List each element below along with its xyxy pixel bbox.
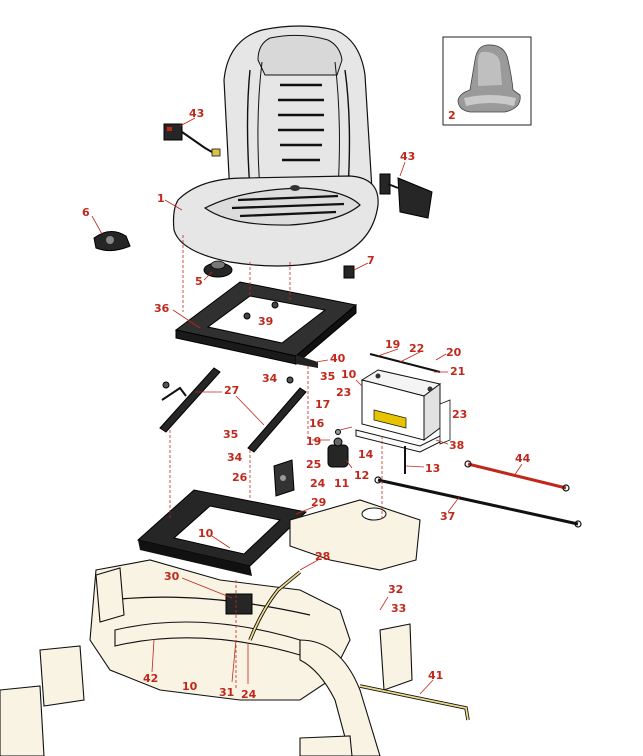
callout-34: 34 bbox=[227, 451, 243, 464]
seat-assembly[interactable] bbox=[172, 25, 379, 267]
callout-10: 10 bbox=[182, 680, 198, 693]
callout-23: 23 bbox=[452, 408, 467, 421]
callout-36: 36 bbox=[154, 302, 170, 315]
leader-lines bbox=[91, 117, 523, 695]
callout-6: 6 bbox=[82, 206, 90, 219]
callout-25: 25 bbox=[306, 458, 321, 471]
callout-35: 35 bbox=[320, 370, 335, 383]
callout-2: 2 bbox=[448, 109, 456, 122]
battery[interactable] bbox=[355, 369, 451, 453]
callout-26: 26 bbox=[232, 471, 248, 484]
callout-19: 19 bbox=[385, 338, 400, 351]
callout-13: 13 bbox=[425, 462, 440, 475]
callout-43: 43 bbox=[189, 107, 204, 120]
callout-23: 23 bbox=[336, 386, 351, 399]
callout-37: 37 bbox=[440, 510, 455, 523]
callout-42: 42 bbox=[143, 672, 158, 685]
part-5-seat-switch[interactable] bbox=[203, 260, 233, 278]
seat-mount-plate[interactable] bbox=[174, 281, 358, 368]
callout-21: 21 bbox=[450, 365, 465, 378]
callout-14: 14 bbox=[358, 448, 374, 461]
callout-24: 24 bbox=[310, 477, 326, 490]
callout-1: 1 bbox=[157, 192, 165, 205]
callout-labels: 43 43 6 5 7 36 39 40 35 34 27 19 22 20 2… bbox=[82, 107, 531, 701]
callout-40: 40 bbox=[330, 352, 346, 365]
battery-cable-black[interactable] bbox=[374, 476, 582, 528]
battery-cable-red[interactable] bbox=[464, 460, 570, 492]
callout-30: 30 bbox=[164, 570, 180, 583]
seat-slide-rail-right[interactable] bbox=[247, 376, 307, 453]
callout-38: 38 bbox=[449, 439, 464, 452]
callout-22: 22 bbox=[409, 342, 424, 355]
seat-support-plate[interactable] bbox=[136, 489, 308, 576]
part-7-connector[interactable] bbox=[343, 265, 355, 279]
seat-slide-rail-left[interactable] bbox=[159, 367, 221, 433]
callout-31: 31 bbox=[219, 686, 234, 699]
control-rod[interactable] bbox=[359, 684, 470, 721]
callout-29: 29 bbox=[311, 496, 326, 509]
seat-belt-buckle-right[interactable] bbox=[379, 173, 433, 219]
callout-44: 44 bbox=[515, 452, 531, 465]
seat-belt-buckle-left[interactable] bbox=[163, 123, 221, 157]
callout-11: 11 bbox=[334, 477, 349, 490]
callout-34: 34 bbox=[262, 372, 278, 385]
callout-19: 19 bbox=[306, 435, 321, 448]
relay-bracket[interactable] bbox=[273, 459, 295, 497]
callout-12: 12 bbox=[354, 469, 369, 482]
callout-5: 5 bbox=[195, 275, 203, 288]
callout-27: 27 bbox=[224, 384, 239, 397]
callout-7: 7 bbox=[367, 254, 375, 267]
mower-frame bbox=[0, 499, 421, 756]
callout-10: 10 bbox=[341, 368, 357, 381]
callout-24: 24 bbox=[241, 688, 257, 701]
battery-hold-rod[interactable] bbox=[369, 353, 441, 474]
callout-28: 28 bbox=[315, 550, 330, 563]
starter-solenoid[interactable] bbox=[327, 429, 349, 468]
callout-17: 17 bbox=[315, 398, 330, 411]
part-6-switch-bracket[interactable] bbox=[93, 231, 131, 252]
callout-41: 41 bbox=[428, 669, 443, 682]
callout-35: 35 bbox=[223, 428, 238, 441]
inset-seat-cover[interactable]: 2 bbox=[442, 36, 532, 126]
callout-16: 16 bbox=[309, 417, 325, 430]
callout-20: 20 bbox=[446, 346, 462, 359]
callout-43: 43 bbox=[400, 150, 415, 163]
callout-10: 10 bbox=[198, 527, 214, 540]
callout-39: 39 bbox=[258, 315, 273, 328]
linkage-rod[interactable] bbox=[248, 570, 302, 641]
callout-32: 32 bbox=[388, 583, 403, 596]
assembly-guide-lines bbox=[169, 235, 383, 690]
callout-33: 33 bbox=[391, 602, 406, 615]
